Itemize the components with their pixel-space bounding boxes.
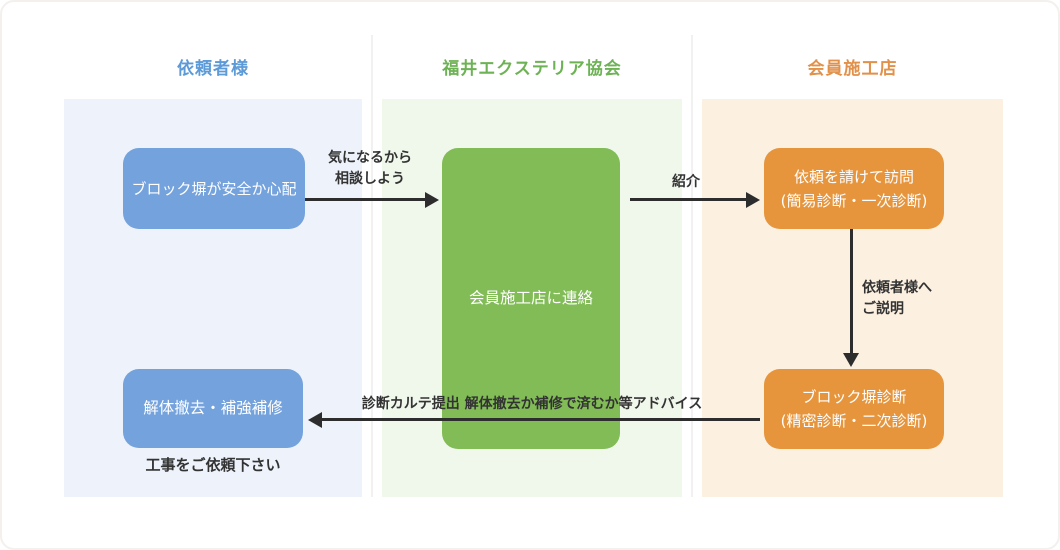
arrow-right-icon (746, 192, 760, 208)
arrow-right-icon (425, 192, 439, 208)
column-header-association: 福井エクステリア協会 (442, 59, 622, 79)
arrow-left-icon (308, 412, 322, 428)
edge-label-line: 診断カルテ提出 解体撤去か補修で済むか等アドバイス (361, 396, 703, 412)
edge-label-line: ご説明 (862, 301, 904, 317)
edge-label-line: 相談しよう (335, 171, 405, 187)
edge-label-introduce: 紹介 (630, 172, 742, 193)
arrow-down-icon (843, 353, 859, 367)
column-header-member: 会員施工店 (807, 59, 898, 79)
node-text: (簡易診断・一次診断) (780, 191, 928, 210)
node-visit-primary-diagnosis: 依頼を請けて訪問 (簡易診断・一次診断) (764, 148, 944, 229)
arrow-advice-line (322, 418, 760, 421)
edge-label-line: 紹介 (672, 174, 700, 190)
column-header-client: 依頼者様 (177, 59, 249, 79)
node-text: 会員施工店に連絡 (468, 289, 593, 308)
edge-label-consult: 気になるから 相談しよう (300, 148, 440, 190)
node-contact-member-shop: 会員施工店に連絡 (442, 148, 620, 449)
arrow-explain-line (850, 229, 853, 353)
node-text: ブロック塀が安全か心配 (131, 179, 297, 198)
edge-label-line: 依頼者様へ (862, 280, 932, 296)
footnote-request-work: 工事をご依頼下さい (145, 456, 281, 474)
node-block-wall-worry: ブロック塀が安全か心配 (123, 148, 305, 229)
column-divider-right (691, 35, 693, 497)
arrow-introduce-line (630, 198, 747, 201)
edge-label-advice: 診断カルテ提出 解体撤去か補修で済むか等アドバイス (312, 394, 752, 415)
node-text: (精密診断・二次診断) (780, 412, 928, 430)
node-text: 解体撤去・補強補修 (143, 399, 283, 418)
column-divider-left (371, 35, 373, 497)
node-text: 依頼を請けて訪問 (793, 167, 914, 186)
node-text: ブロック塀診断 (801, 388, 907, 406)
edge-label-explain: 依頼者様へ ご説明 (862, 278, 992, 320)
arrow-consult-line (305, 198, 426, 201)
node-demolition-reinforcement: 解体撤去・補強補修 (123, 369, 303, 448)
node-secondary-diagnosis: ブロック塀診断 (精密診断・二次診断) (764, 369, 944, 449)
edge-label-line: 気になるから (328, 150, 412, 166)
